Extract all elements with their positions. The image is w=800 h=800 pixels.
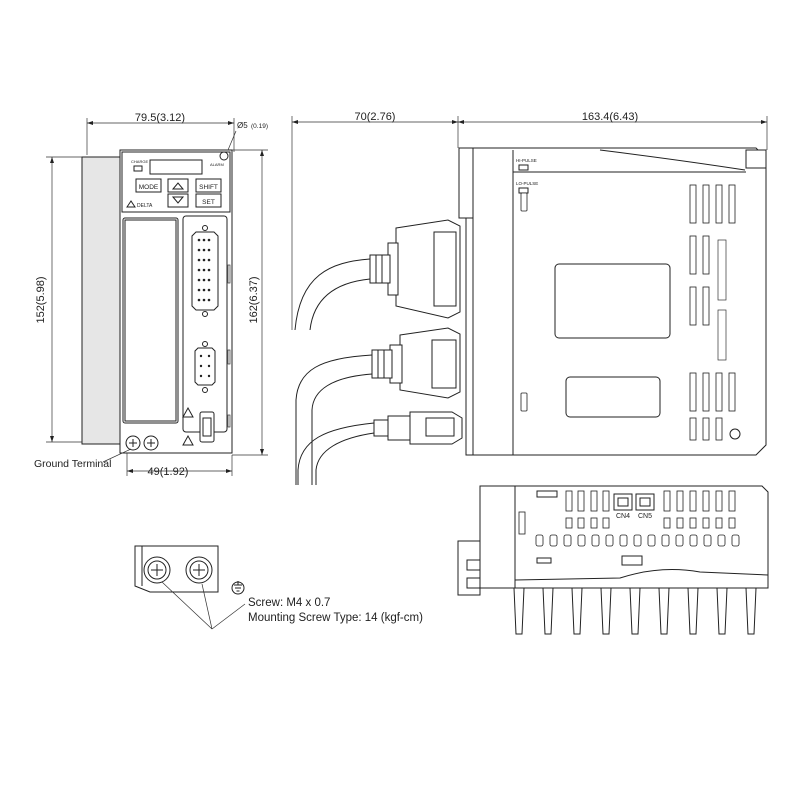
bottom-view: CN4 CN5 bbox=[457, 485, 769, 635]
screw-spec: Screw: M4 x 0.7 bbox=[248, 597, 330, 609]
cn1-cable-plug bbox=[294, 219, 461, 331]
front-cover bbox=[122, 217, 179, 424]
ground-terminal-detail: Screw: M4 x 0.7 Mounting Screw Type: 14 … bbox=[134, 545, 423, 630]
shift-key[interactable] bbox=[195, 178, 222, 193]
set-key-label: SET bbox=[202, 199, 215, 206]
up-key[interactable] bbox=[167, 178, 189, 193]
front-width-dim: 79.5(3.12) bbox=[135, 112, 185, 124]
front-height-left-dim: 152(5.98) bbox=[35, 276, 47, 323]
side-label-area-2 bbox=[565, 376, 661, 418]
down-arrow-icon bbox=[171, 196, 185, 204]
cable-depth-dim: 70(2.76) bbox=[355, 111, 396, 123]
warning-icon bbox=[182, 406, 194, 418]
hi-pulse-label: HI-PULSE bbox=[516, 158, 537, 163]
brand-label: DELTA bbox=[137, 203, 153, 209]
cn4-port bbox=[613, 493, 633, 511]
cn5-label: CN5 bbox=[638, 513, 652, 520]
front-height-right-dim: 162(6.37) bbox=[248, 276, 260, 323]
front-dimensions: 79.5(3.12) Ø5 (0.19) 152(5.98) 162(6.37)… bbox=[34, 112, 268, 478]
shift-key-label: SHIFT bbox=[199, 184, 218, 191]
warning-icon-2 bbox=[182, 434, 194, 446]
hole-dia-inch-dim: (0.19) bbox=[251, 123, 268, 130]
front-view: CHARGE ALARM MODE SHIFT SET DELTA bbox=[81, 149, 233, 454]
cn4-label: CN4 bbox=[616, 513, 630, 520]
side-view: 70(2.76) 163.4(6.43) HI-PULSE LO-PULSE bbox=[291, 111, 768, 485]
alarm-label: ALARM bbox=[210, 162, 224, 167]
body-depth-dim: 163.4(6.43) bbox=[582, 111, 638, 123]
delta-logo-icon bbox=[126, 200, 136, 208]
mounting-torque-spec: Mounting Screw Type: 14 (kgf-cm) bbox=[248, 612, 423, 624]
set-key[interactable] bbox=[195, 193, 222, 208]
mode-key-label: MODE bbox=[139, 184, 159, 191]
cn1-pins bbox=[197, 238, 211, 302]
bottom-vent-slots bbox=[535, 490, 740, 547]
cn3-connector bbox=[199, 411, 215, 443]
cn3-cable-plug bbox=[297, 411, 463, 485]
up-arrow-icon bbox=[171, 182, 185, 190]
cn5-port bbox=[635, 493, 655, 511]
lo-pulse-label: LO-PULSE bbox=[516, 181, 538, 186]
side-label-area bbox=[554, 263, 671, 339]
cn2-connector bbox=[194, 347, 216, 386]
charge-label: CHARGE bbox=[131, 159, 148, 164]
side-vent-slots bbox=[689, 184, 736, 441]
bottom-width-dim: 49(1.92) bbox=[148, 466, 189, 478]
cn2-pins bbox=[199, 354, 211, 378]
down-key[interactable] bbox=[167, 193, 189, 208]
cn1-connector bbox=[191, 231, 219, 311]
cn2-cable-plug bbox=[295, 327, 461, 485]
hole-dia-dim: Ø5 bbox=[237, 121, 248, 130]
ground-terminal-label: Ground Terminal bbox=[34, 458, 111, 470]
mode-key[interactable] bbox=[135, 178, 162, 193]
mounting-hole bbox=[219, 151, 229, 161]
heat-sink-fins bbox=[513, 587, 757, 635]
